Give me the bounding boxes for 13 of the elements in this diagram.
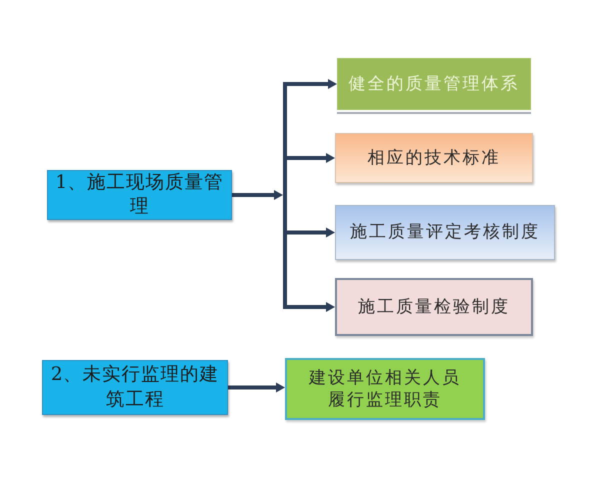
process-box: 施工质量评定考核制度 — [335, 205, 555, 260]
connector-line — [283, 82, 287, 309]
arrow — [228, 382, 285, 392]
arrow — [287, 228, 335, 238]
process-box: 1、施工现场质量管理 — [47, 170, 232, 220]
arrow — [287, 302, 335, 312]
process-box: 施工质量检验制度 — [335, 278, 533, 336]
process-box: 2、未实行监理的建筑工程 — [42, 360, 228, 415]
arrow — [287, 79, 337, 89]
process-box: 建设单位相关人员履行监理职责 — [285, 358, 485, 420]
process-box: 相应的技术标准 — [335, 133, 533, 183]
arrow — [232, 190, 283, 200]
arrow — [287, 153, 335, 163]
